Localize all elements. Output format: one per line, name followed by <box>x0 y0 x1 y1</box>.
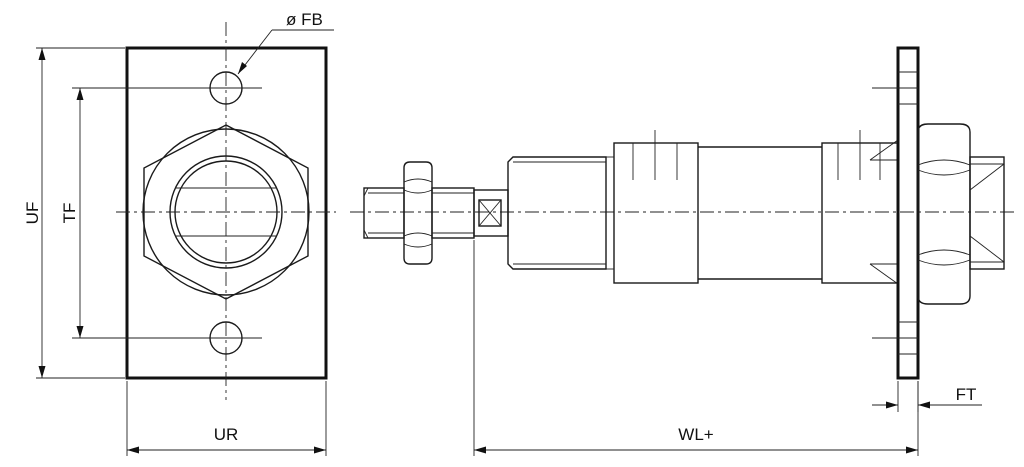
label-ft: FT <box>956 385 977 404</box>
dimension-tf: TF <box>60 87 208 339</box>
label-uf: UF <box>23 202 42 225</box>
label-wl: WL+ <box>678 425 714 444</box>
front-cap <box>507 156 607 270</box>
dimension-fb: ø FB <box>237 10 334 75</box>
dimension-uf: UF <box>23 47 125 379</box>
label-ur: UR <box>214 425 239 444</box>
rear-thread-stub <box>969 156 1005 270</box>
flange-plate <box>125 46 328 380</box>
label-fb: ø FB <box>286 10 323 29</box>
side-view <box>350 46 1018 380</box>
rod-lock-nut <box>403 161 433 265</box>
dimension-wl: WL+ <box>473 240 919 456</box>
label-tf: TF <box>60 203 79 224</box>
dimension-ft: FT <box>872 381 982 412</box>
rear-hex-nut <box>917 123 971 305</box>
front-view <box>116 22 336 400</box>
rear-flange-plate <box>896 46 920 380</box>
front-head <box>613 142 699 284</box>
rod-thread <box>363 187 405 239</box>
dimension-ur: UR <box>126 381 327 456</box>
